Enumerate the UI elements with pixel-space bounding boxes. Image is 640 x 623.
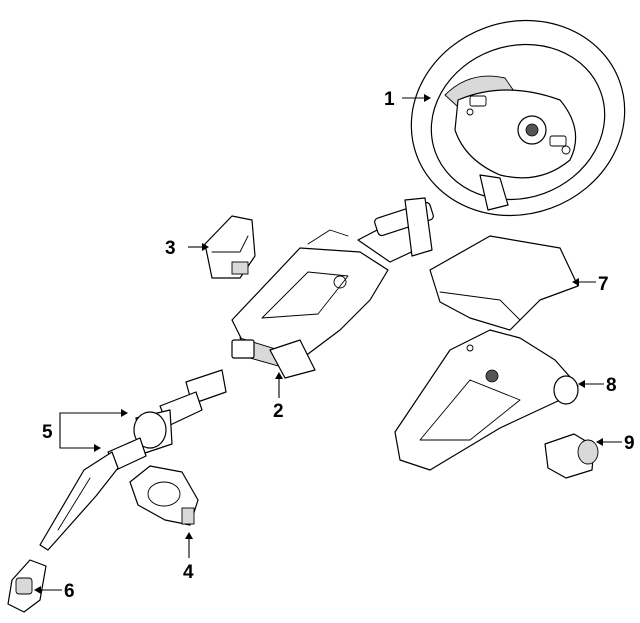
callout-4: 4 — [183, 562, 194, 583]
callout-8: 8 — [606, 375, 617, 396]
callout-6: 6 — [64, 581, 75, 602]
steering-wheel-part — [410, 19, 626, 217]
steering-column-part — [231, 197, 434, 379]
callout-7: 7 — [598, 274, 609, 295]
callout-2: 2 — [273, 401, 284, 422]
sensor-switch-part — [544, 433, 599, 479]
switch-module-part — [204, 215, 256, 279]
callout-3: 3 — [165, 238, 176, 259]
callout-leaders — [34, 94, 622, 594]
lower-universal-joint-part — [7, 559, 47, 613]
bracket-part — [129, 465, 199, 526]
callout-9: 9 — [624, 433, 635, 454]
upper-column-cover-part — [429, 235, 579, 331]
intermediate-shaft-part — [39, 369, 227, 551]
callout-1: 1 — [384, 89, 395, 110]
callout-5: 5 — [42, 422, 53, 443]
lower-column-cover-part — [394, 329, 579, 471]
